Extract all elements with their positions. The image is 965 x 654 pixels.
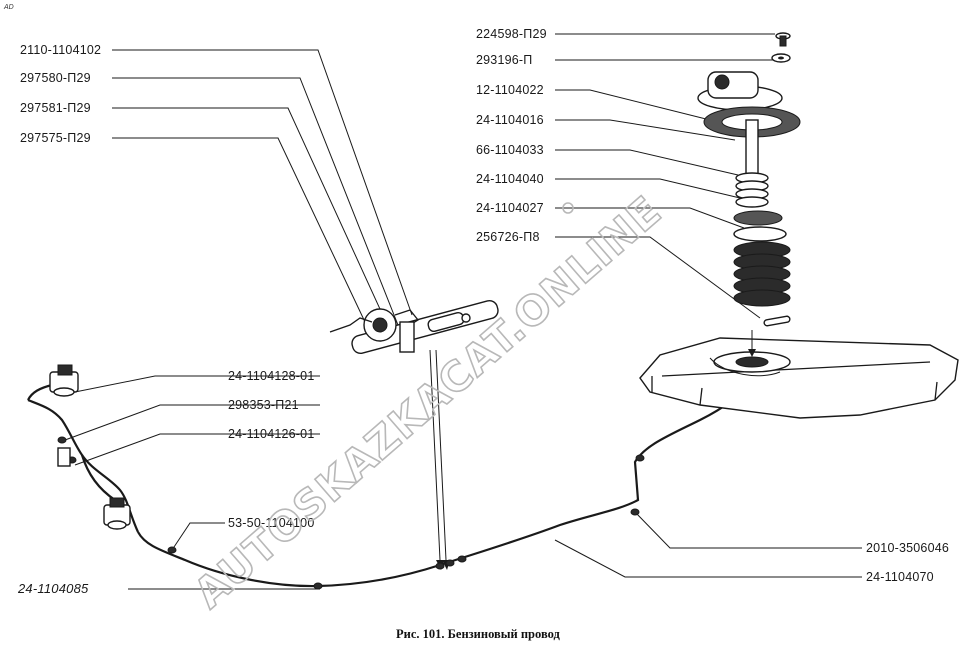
label-24-1104126-01: 24-1104126-01 bbox=[228, 427, 314, 441]
label-24-1104040: 24-1104040 bbox=[476, 172, 544, 186]
label-24-1104070: 24-1104070 bbox=[866, 570, 934, 584]
label-297581-p29: 297581-П29 bbox=[20, 101, 91, 115]
label-24-1104128-01: 24-1104128-01 bbox=[228, 369, 314, 383]
corner-mark: AD bbox=[3, 4, 14, 11]
fuel-sender-assembly bbox=[697, 32, 801, 327]
fuel-tank bbox=[639, 330, 959, 419]
label-256726-p8: 256726-П8 bbox=[476, 230, 540, 244]
figure-caption: Рис. 101. Бензиновый провод bbox=[396, 627, 561, 641]
labels-right: 224598-П29 293196-П 12-1104022 24-110401… bbox=[476, 27, 547, 244]
label-297575-p29: 297575-П29 bbox=[20, 131, 91, 145]
filter-mesh bbox=[733, 241, 791, 307]
label-298353-p21: 298353-П21 bbox=[228, 398, 299, 412]
label-53-50-1104100: 53-50-1104100 bbox=[228, 516, 314, 530]
label-24-1104085: 24-1104085 bbox=[17, 581, 89, 596]
spring-coils bbox=[735, 172, 769, 208]
label-224598-p29: 224598-П29 bbox=[476, 27, 547, 41]
label-24-1104016: 24-1104016 bbox=[476, 113, 544, 127]
label-66-1104033: 66-1104033 bbox=[476, 143, 544, 157]
labels-top-left: 2110-1104102 297580-П29 297581-П29 29757… bbox=[20, 43, 101, 145]
watermark-dot bbox=[562, 202, 574, 214]
label-12-1104022: 12-1104022 bbox=[476, 83, 544, 97]
label-2110-1104102: 2110-1104102 bbox=[20, 43, 101, 57]
fuel-filter-assembly bbox=[49, 364, 131, 530]
fuel-pipe bbox=[27, 369, 761, 590]
label-293196-p: 293196-П bbox=[476, 53, 532, 67]
labels-lower: 24-1104128-01 298353-П21 24-1104126-01 5… bbox=[17, 369, 949, 596]
label-24-1104027: 24-1104027 bbox=[476, 201, 544, 215]
label-297580-p29: 297580-П29 bbox=[20, 71, 91, 85]
pipe-clamp-assembly bbox=[329, 299, 499, 355]
label-2010-3506046: 2010-3506046 bbox=[866, 541, 949, 555]
